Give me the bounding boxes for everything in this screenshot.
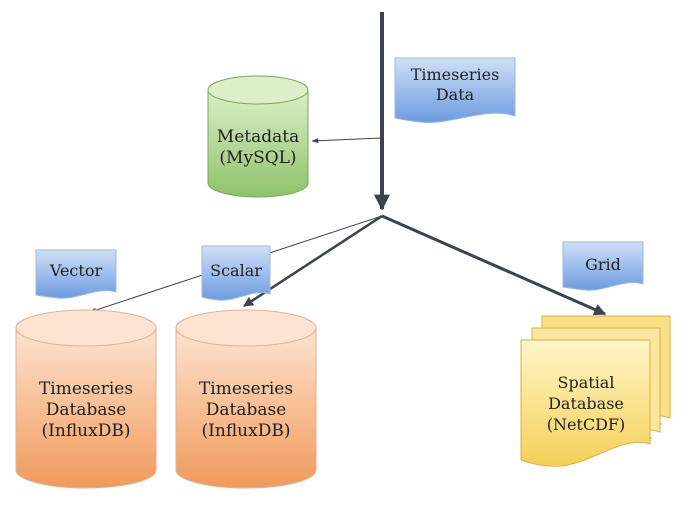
text-line: Metadata [217,127,299,147]
text-line: Database [206,400,287,420]
text-line: (InfluxDB) [202,421,291,441]
text-line: Data [436,85,475,104]
label-scalar-text: Scalar [210,261,262,280]
label-grid-text: Grid [585,255,621,274]
text-line: Database [548,394,624,413]
text-line: Timeseries [39,379,133,399]
text-line: Vector [49,261,103,280]
label-grid: Grid [562,241,644,291]
metadata-db: Metadata(MySQL) [207,75,309,198]
label-scalar: Scalar [201,245,271,301]
text-line: Timeseries [411,65,500,84]
label-vector-text: Vector [49,261,103,280]
label-vector: Vector [35,249,117,299]
text-line: Grid [585,255,621,274]
text-line: (NetCDF) [547,415,626,434]
text-line: (InfluxDB) [42,421,131,441]
connectors [89,12,607,316]
text-line: Spatial [558,373,615,392]
metadata-branch-arrow [311,137,382,144]
text-line: (MySQL) [219,148,296,168]
text-line: Scalar [210,261,262,280]
text-line: Timeseries [199,379,293,399]
grid-arrow [381,214,607,316]
metadata-db-text: Metadata(MySQL) [217,127,299,168]
text-line: Database [46,400,127,420]
